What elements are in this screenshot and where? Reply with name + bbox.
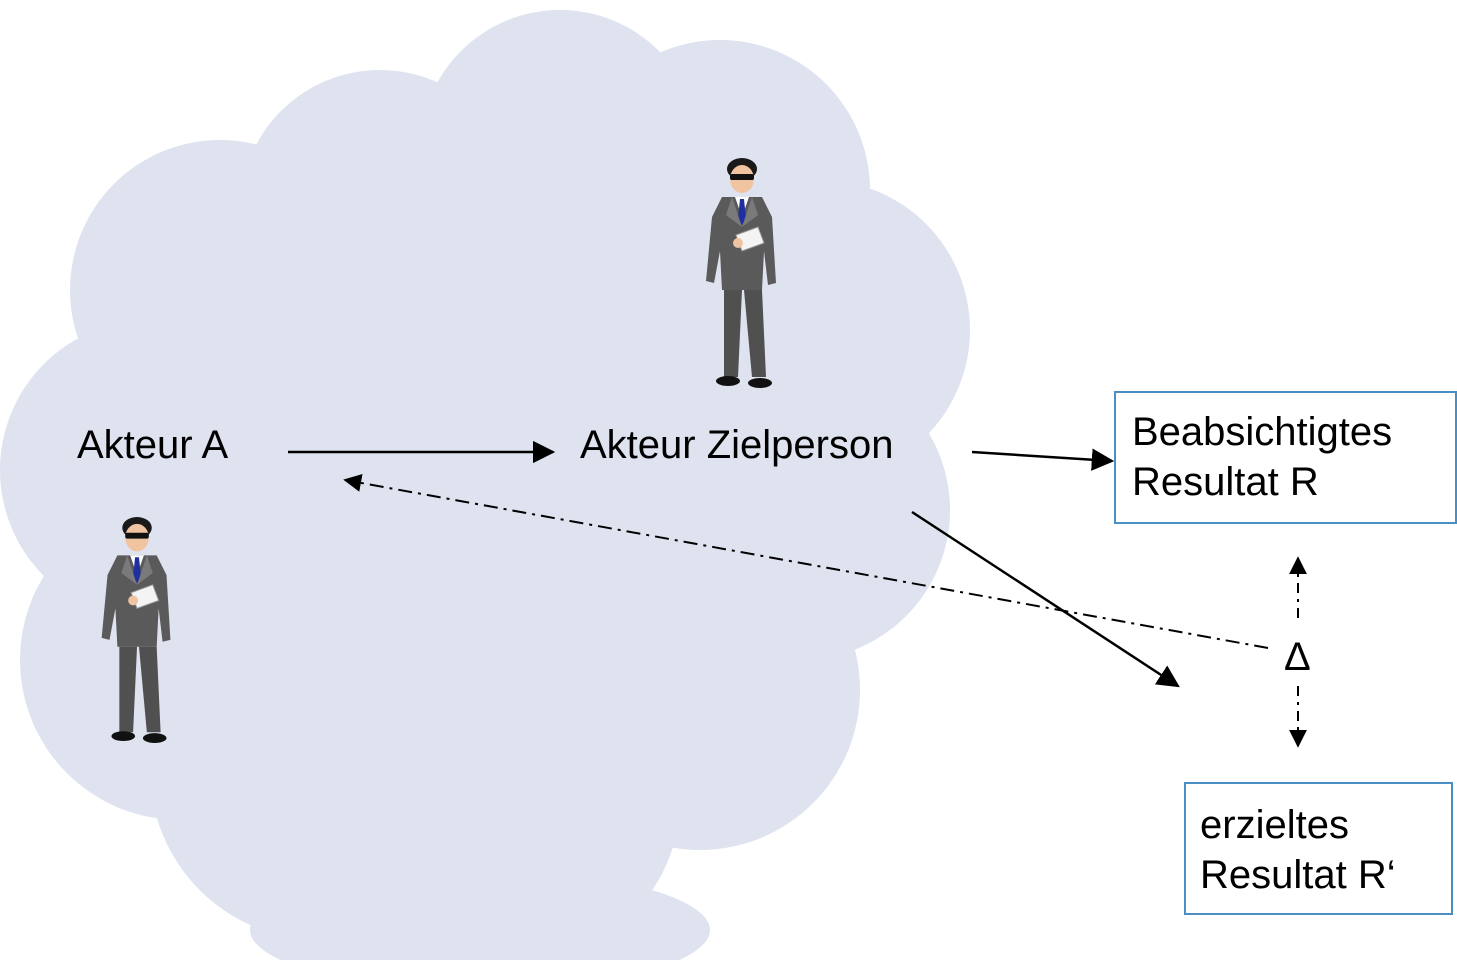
achieved-result-box: erzieltes Resultat R‘ [1184,782,1453,915]
intended-result-box: Beabsichtigtes Resultat R [1114,391,1457,524]
cloud-shape [0,10,970,960]
businessman-icon [706,158,776,388]
target-person-label: Akteur Zielperson [580,423,894,467]
feedback-arrow-delta-to-actor [343,474,1269,649]
intended-result-line1: Beabsichtigtes [1132,410,1393,454]
achieved-result-line1: erzieltes [1200,803,1349,847]
arrow-target-to-intended [971,448,1115,471]
businessman-icon [101,517,171,743]
achieved-result-line2: Resultat R‘ [1200,853,1396,897]
actor-a-label: Akteur A [77,423,229,467]
intended-result-line2: Resultat R [1132,460,1319,504]
delta-symbol: Δ [1284,635,1311,679]
arrow-target-to-achieved [911,510,1180,688]
